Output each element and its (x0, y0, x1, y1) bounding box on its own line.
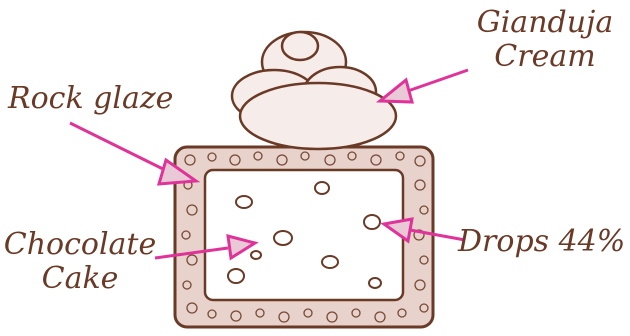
gianduja-cream (232, 32, 396, 149)
arrow-gianduja-head (380, 80, 412, 102)
label-gianduja: Gianduja Cream (470, 6, 620, 74)
label-rock-glaze: Rock glaze (8, 82, 173, 116)
chocolate-cake-core (205, 170, 403, 300)
label-gianduja-line2: Cream (470, 40, 620, 74)
label-drops: Drops 44% (458, 225, 625, 259)
label-chocolate-line1: Chocolate (0, 228, 160, 262)
label-chocolate-cake: Chocolate Cake (0, 228, 160, 296)
label-chocolate-line2: Cake (0, 262, 160, 296)
label-gianduja-line1: Gianduja (470, 6, 620, 40)
arrow-rock-glaze-line (70, 123, 165, 170)
arrow-gianduja-line (405, 70, 468, 92)
